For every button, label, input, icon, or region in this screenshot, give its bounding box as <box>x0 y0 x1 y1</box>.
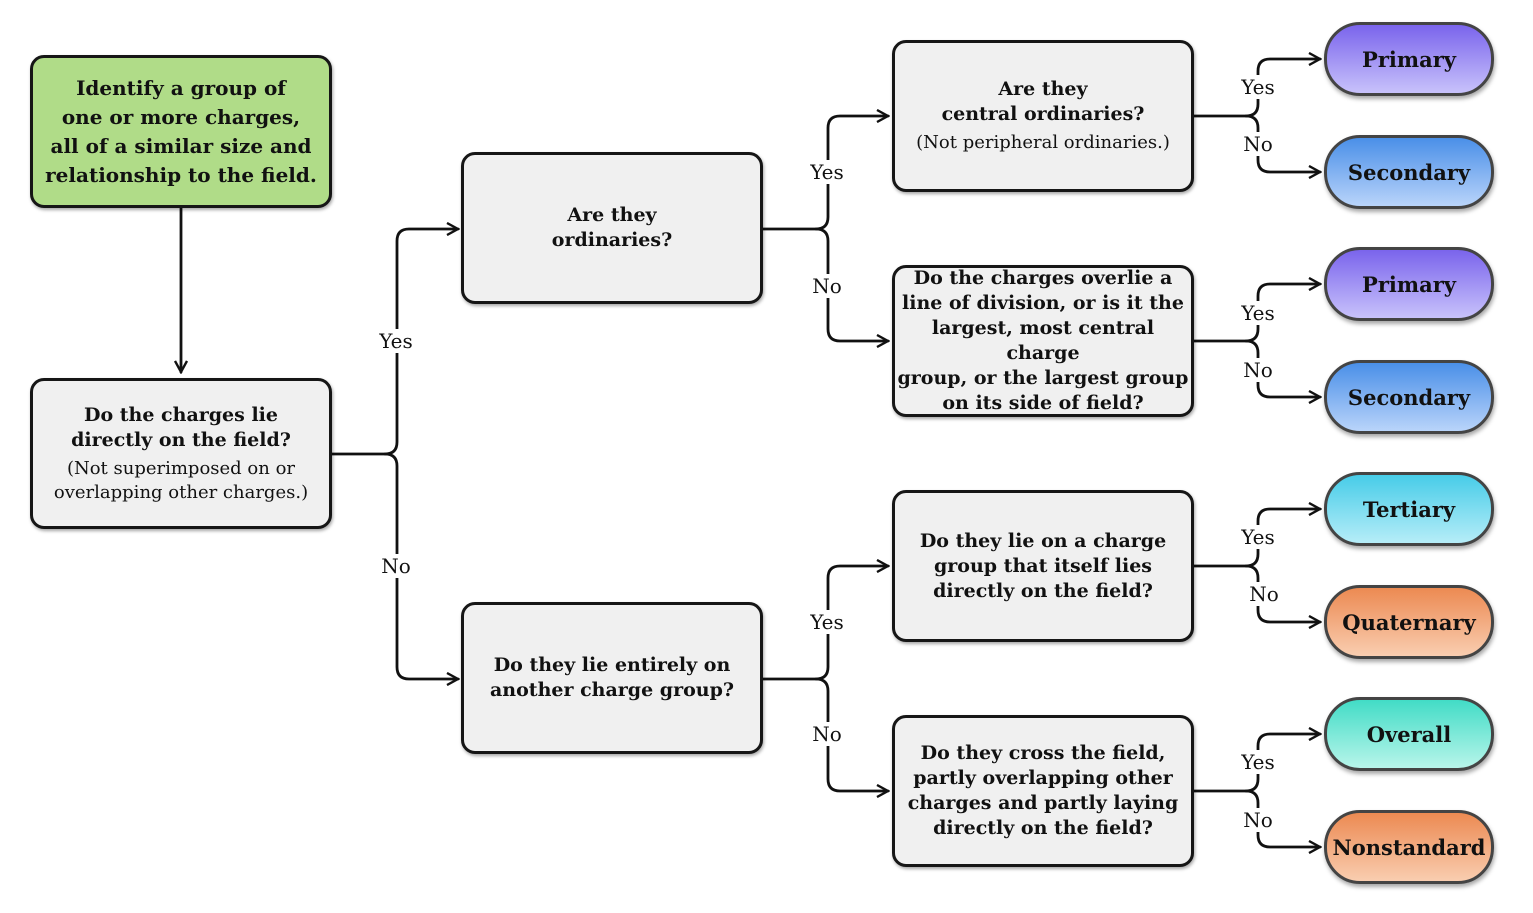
question-central-text: Are they central ordinaries? <box>941 78 1145 125</box>
question-central-box: Are they central ordinaries? (Not periph… <box>892 40 1194 192</box>
label-lieon-yes: Yes <box>1239 525 1277 549</box>
question-ordinaries-box: Are they ordinaries? <box>461 152 763 304</box>
label-field-no: No <box>379 554 413 578</box>
question-cross-text: Do they cross the field, partly overlapp… <box>907 742 1179 839</box>
arrow-central-no <box>1244 114 1320 172</box>
arrow-overlie-no <box>1244 339 1320 397</box>
outcome-overall: Overall <box>1324 697 1494 771</box>
question-another-box: Do they lie entirely on another charge g… <box>461 602 763 754</box>
outcome-quaternary: Quaternary <box>1324 585 1494 659</box>
label-overlie-no: No <box>1241 358 1275 382</box>
question-field-box: Do the charges lie directly on the field… <box>30 378 332 529</box>
question-central-note: (Not peripheral ordinaries.) <box>916 132 1170 153</box>
arrow-field-no <box>383 452 458 679</box>
arrow-lieon-no <box>1244 564 1320 622</box>
label-ordinaries-yes: Yes <box>808 160 846 184</box>
question-lie-on-box: Do they lie on a charge group that itsel… <box>892 490 1194 642</box>
label-central-no: No <box>1241 132 1275 156</box>
label-cross-no: No <box>1241 808 1275 832</box>
outcome-tertiary: Tertiary <box>1324 472 1494 546</box>
question-field-text: Do the charges lie directly on the field… <box>71 403 291 451</box>
outcome-secondary-2: Secondary <box>1324 360 1494 434</box>
question-ordinaries-text: Are they ordinaries? <box>551 204 673 251</box>
arrow-cross-no <box>1244 789 1320 847</box>
label-field-yes: Yes <box>377 329 415 353</box>
arrow-another-no <box>814 677 888 791</box>
question-cross-box: Do they cross the field, partly overlapp… <box>892 715 1194 867</box>
outcome-nonstandard: Nonstandard <box>1324 810 1494 884</box>
outcome-primary-1: Primary <box>1324 22 1494 96</box>
start-text: Identify a group of one or more charges,… <box>45 75 317 187</box>
start-box: Identify a group of one or more charges,… <box>30 55 332 208</box>
question-overlie-box: Do the charges overlie a line of divisio… <box>892 265 1194 417</box>
outcome-primary-2: Primary <box>1324 247 1494 321</box>
outcome-secondary-1: Secondary <box>1324 135 1494 209</box>
label-central-yes: Yes <box>1239 75 1277 99</box>
label-another-yes: Yes <box>808 610 846 634</box>
arrow-ordinaries-no <box>814 227 888 341</box>
question-field-note: (Not superimposed on or overlapping othe… <box>53 457 309 503</box>
label-lieon-no: No <box>1247 582 1281 606</box>
label-another-no: No <box>810 722 844 746</box>
label-cross-yes: Yes <box>1239 750 1277 774</box>
question-another-text: Do they lie entirely on another charge g… <box>490 654 734 701</box>
question-overlie-text: Do the charges overlie a line of divisio… <box>897 267 1189 414</box>
label-ordinaries-no: No <box>810 274 844 298</box>
label-overlie-yes: Yes <box>1239 301 1277 325</box>
question-lie-on-text: Do they lie on a charge group that itsel… <box>919 529 1167 602</box>
